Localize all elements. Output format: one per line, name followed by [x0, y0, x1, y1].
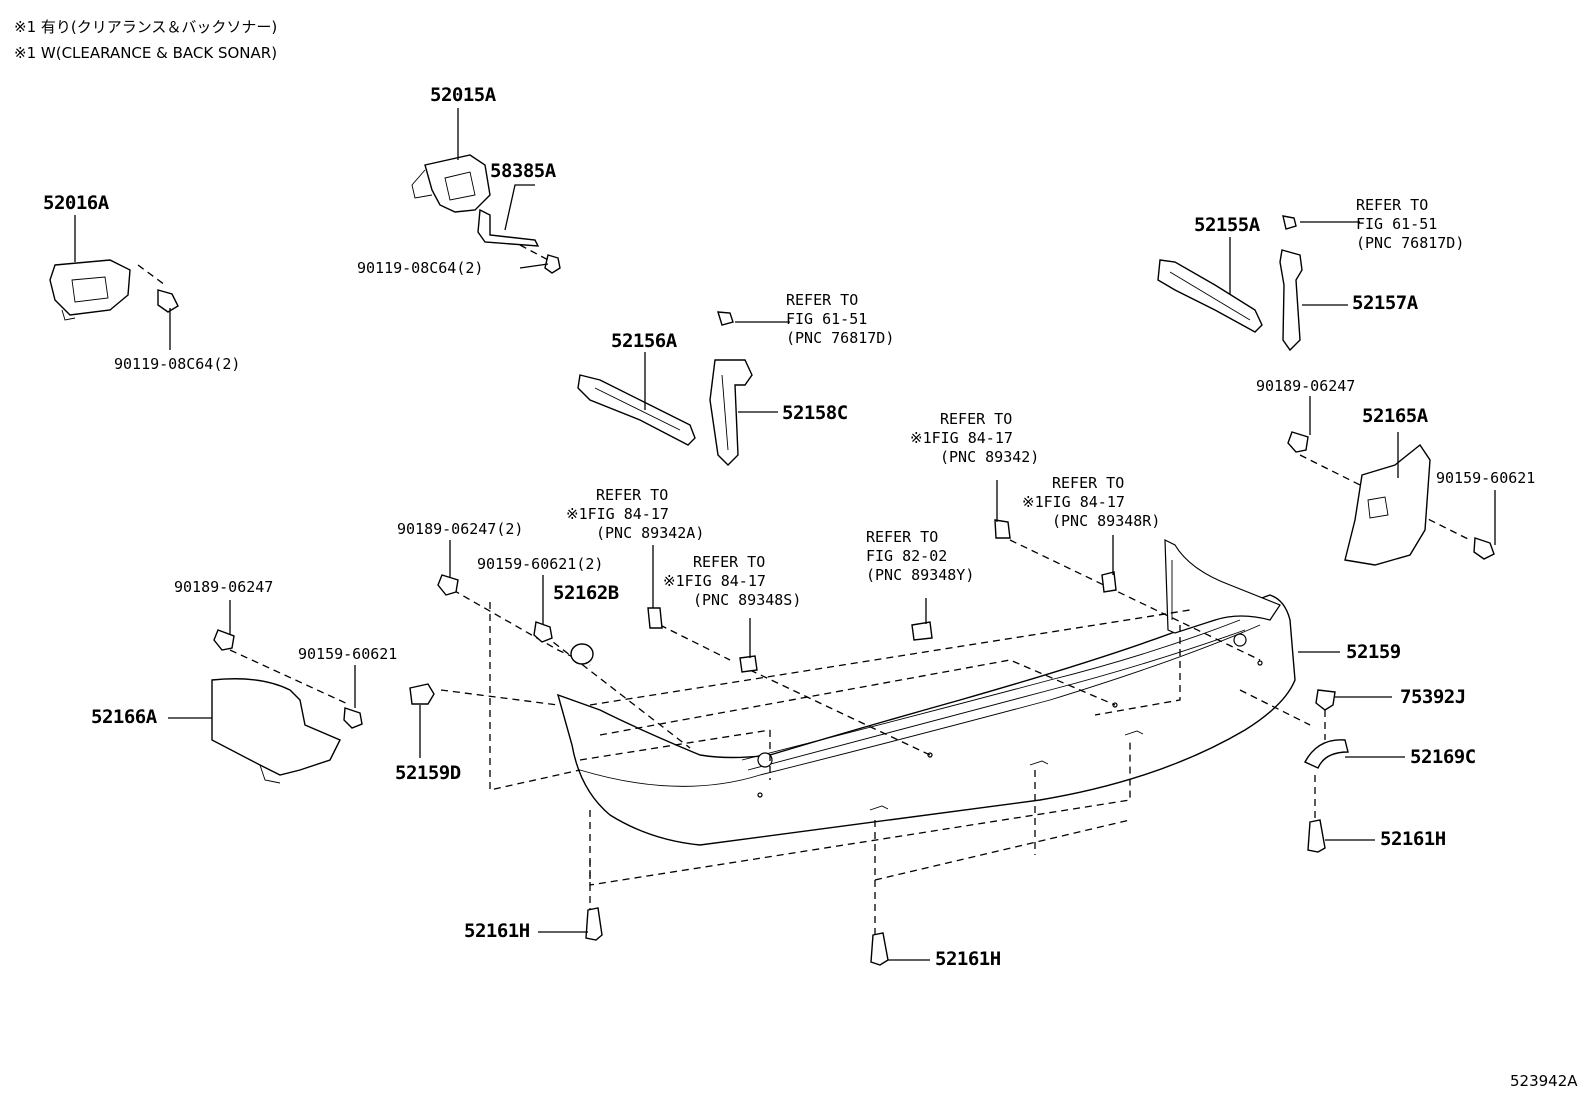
reference-pnc-89342[interactable]: REFER TO ※1FIG 84-17 (PNC 89342) [910, 410, 1039, 467]
clip-52161H-left[interactable] [585, 907, 603, 941]
reference-pnc-89348y[interactable]: REFER TO FIG 82-02 (PNC 89348Y) [866, 528, 974, 585]
bracket-52016A[interactable] [49, 259, 131, 321]
bracket-52015A[interactable] [411, 154, 491, 213]
ref-line-1: REFER TO [693, 553, 766, 571]
reference-fig61-51-right[interactable]: REFER TO FIG 61-51 (PNC 76817D) [1356, 196, 1464, 253]
label-52016A[interactable]: 52016A [43, 192, 109, 214]
retainer-52156A[interactable] [577, 374, 696, 446]
ref-line-1: REFER TO [786, 291, 859, 309]
ref-line-2: ※1FIG 84-17 [910, 429, 1013, 447]
clip-75392J[interactable] [1315, 689, 1336, 711]
bolt-90159-left[interactable] [343, 707, 363, 729]
label-52165A[interactable]: 52165A [1362, 405, 1428, 427]
clip-52161H-center[interactable] [870, 932, 889, 966]
ref-line-1: REFER TO [1052, 474, 1125, 492]
clip-refer-89348s[interactable] [739, 655, 758, 673]
reference-pnc-89348s[interactable]: REFER TO ※1FIG 84-17 (PNC 89348S) [663, 553, 801, 610]
extension-52165A[interactable] [1344, 443, 1431, 566]
clip-refer-89348y[interactable] [911, 621, 933, 641]
clip-refer-89348r[interactable] [1101, 571, 1117, 593]
clip-90189-right[interactable] [1287, 431, 1309, 453]
figure-id: 523942A [1510, 1072, 1578, 1090]
reference-pnc-89342a[interactable]: REFER TO ※1FIG 84-17 (PNC 89342A) [566, 486, 704, 543]
bracket-52157A[interactable] [1279, 249, 1303, 352]
rear-bumper-cover[interactable] [556, 539, 1296, 846]
label-52161H-center[interactable]: 52161H [935, 948, 1001, 970]
extension-52166A[interactable] [211, 678, 341, 784]
label-52159[interactable]: 52159 [1346, 641, 1401, 663]
note-japanese: ※1 有り(クリアランス＆バックソナー) [14, 18, 278, 36]
pad-52159D[interactable] [409, 683, 435, 705]
label-75392J[interactable]: 75392J [1400, 686, 1466, 708]
label-90159-left[interactable]: 90159-60621 [298, 645, 398, 663]
label-52015A[interactable]: 52015A [430, 84, 496, 106]
clip-refer-89342a[interactable] [647, 607, 663, 629]
reference-fig61-51-left[interactable]: REFER TO FIG 61-51 (PNC 76817D) [786, 291, 894, 348]
ref-line-3: (PNC 76817D) [1356, 234, 1465, 252]
ref-line-3: (PNC 89342A) [596, 524, 705, 542]
ref-line-2: ※1FIG 84-17 [663, 572, 766, 590]
ref-line-1: REFER TO [940, 410, 1013, 428]
label-90159-right[interactable]: 90159-60621 [1436, 469, 1536, 487]
clip-refer-76817d-right[interactable] [1282, 215, 1297, 230]
clip-52161H-right[interactable] [1307, 819, 1326, 853]
label-90189-center[interactable]: 90189-06247(2) [397, 520, 524, 538]
bolt-90119-upper[interactable] [544, 254, 561, 274]
clip-refer-76817d-left[interactable] [717, 311, 734, 326]
bracket-58385A[interactable] [477, 208, 540, 247]
ref-line-1: REFER TO [1356, 196, 1429, 214]
bolt-90159-right[interactable] [1473, 537, 1495, 560]
label-52161H-right[interactable]: 52161H [1380, 828, 1446, 850]
label-58385A[interactable]: 58385A [490, 160, 556, 182]
label-52166A[interactable]: 52166A [91, 706, 157, 728]
mudguard-52169C[interactable] [1304, 739, 1349, 769]
ref-line-2: ※1FIG 84-17 [566, 505, 669, 523]
label-52161H-left[interactable]: 52161H [464, 920, 530, 942]
label-52155A[interactable]: 52155A [1194, 214, 1260, 236]
retainer-52155A[interactable] [1157, 259, 1263, 333]
label-52162B[interactable]: 52162B [553, 582, 619, 604]
ref-line-1: REFER TO [866, 528, 939, 546]
label-90159-center[interactable]: 90159-60621(2) [477, 555, 604, 573]
ref-line-3: (PNC 89348Y) [866, 566, 975, 584]
bolt-90119-left[interactable] [157, 289, 179, 313]
ref-line-2: FIG 61-51 [1356, 215, 1438, 233]
label-52157A[interactable]: 52157A [1352, 292, 1418, 314]
bracket-52158C[interactable] [709, 359, 753, 466]
ref-line-3: (PNC 89348S) [693, 591, 802, 609]
ref-line-3: (PNC 89342) [940, 448, 1040, 466]
clip-refer-89342[interactable] [994, 519, 1011, 539]
cap-52162B[interactable] [570, 643, 594, 665]
label-52159D[interactable]: 52159D [395, 762, 461, 784]
bolt-90159-center[interactable] [533, 621, 553, 643]
label-90189-right[interactable]: 90189-06247 [1256, 377, 1356, 395]
clip-90189-left[interactable] [213, 629, 235, 651]
label-52169C[interactable]: 52169C [1410, 746, 1476, 768]
label-90119-upper[interactable]: 90119-08C64(2) [357, 259, 484, 277]
ref-line-2: FIG 82-02 [866, 547, 948, 565]
ref-line-1: REFER TO [596, 486, 669, 504]
ref-line-2: FIG 61-51 [786, 310, 868, 328]
reference-pnc-89348r[interactable]: REFER TO ※1FIG 84-17 (PNC 89348R) [1022, 474, 1160, 531]
ref-line-2: ※1FIG 84-17 [1022, 493, 1125, 511]
label-52156A[interactable]: 52156A [611, 330, 677, 352]
ref-line-3: (PNC 89348R) [1052, 512, 1161, 530]
clip-90189-center[interactable] [437, 574, 459, 596]
leader-lines [74, 108, 1496, 961]
label-52158C[interactable]: 52158C [782, 402, 848, 424]
note-english: ※1 W(CLEARANCE & BACK SONAR) [14, 44, 278, 62]
label-90189-left[interactable]: 90189-06247 [174, 578, 274, 596]
ref-line-3: (PNC 76817D) [786, 329, 895, 347]
label-90119-left[interactable]: 90119-08C64(2) [114, 355, 241, 373]
